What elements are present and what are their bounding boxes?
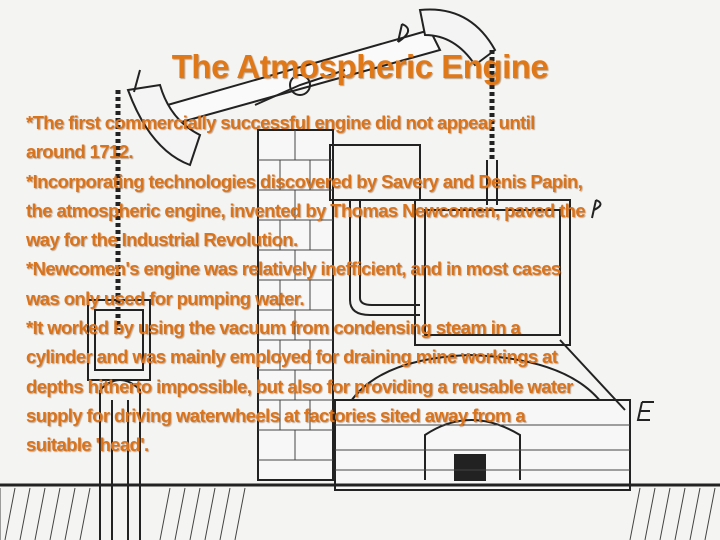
slide-body: *The first commercially successful engin… [26, 108, 716, 460]
text-line: around 1712. [26, 141, 134, 163]
text-line: way for the Industrial Revolution. [26, 229, 298, 251]
illustration-letter-marks [133, 23, 654, 421]
text-line: supply for driving waterwheels at factor… [26, 404, 526, 426]
text-line: was only used for pumping water. [26, 287, 304, 309]
text-line: the atmospheric engine, invented by Thom… [26, 199, 586, 221]
paragraph-technologies: *Incorporating technologies discovered b… [26, 167, 716, 255]
text-line: *It worked by using the vacuum from cond… [26, 317, 521, 339]
paragraph-inefficiency: *Newcomen's engine was relatively ineffi… [26, 254, 716, 313]
text-line: *Newcomen's engine was relatively ineffi… [26, 258, 561, 280]
slide-title: The Atmospheric Engine [171, 48, 549, 85]
paragraph-first-engine: *The first commercially successful engin… [26, 108, 716, 167]
text-line: cylinder and was mainly employed for dra… [26, 346, 558, 368]
text-line: suitable 'head'. [26, 434, 149, 456]
text-line: *Incorporating technologies discovered b… [26, 170, 583, 192]
text-line: depths hitherto impossible, but also for… [26, 375, 573, 397]
text-line: *The first commercially successful engin… [26, 112, 535, 133]
paragraph-how-it-worked: *It worked by using the vacuum from cond… [26, 313, 716, 459]
